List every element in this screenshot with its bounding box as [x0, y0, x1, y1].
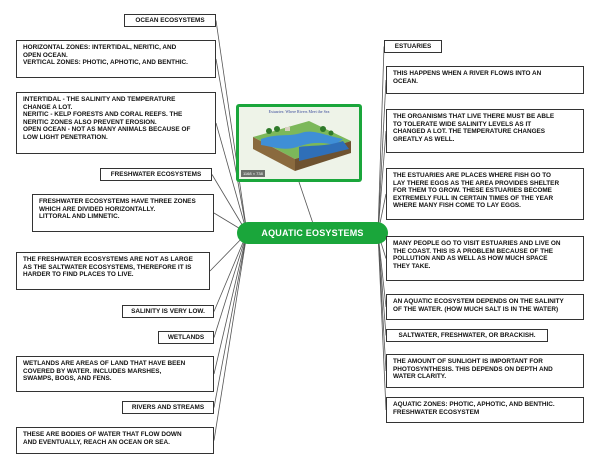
node-freshwater-zones[interactable]: FRESHWATER ECOSYSTEMS HAVE THREE ZONES W… — [32, 194, 214, 232]
node-estuary-def[interactable]: THIS HAPPENS WHEN A RIVER FLOWS INTO AN … — [386, 66, 584, 94]
connector-node-estuary-def — [377, 79, 387, 234]
node-ocean-ecosystems[interactable]: OCEAN ECOSYSTEMS — [124, 14, 216, 27]
connector-node-wetlands-desc — [213, 232, 248, 375]
node-intertidal[interactable]: INTERTIDAL - THE SALINITY AND TEMPERATUR… — [16, 92, 216, 154]
connector-node-wetlands — [213, 232, 248, 338]
connector-node-estuary-organisms — [377, 130, 387, 234]
node-rivers-streams[interactable]: RIVERS AND STREAMS — [122, 401, 214, 414]
connector-node-salinity-low — [213, 232, 248, 312]
node-estuary-pollution[interactable]: MANY PEOPLE GO TO VISIT ESTUARIES AND LI… — [386, 236, 584, 281]
central-topic[interactable]: AQUATIC EOSYSTEMS — [237, 222, 388, 244]
node-aquatic-zones[interactable]: AQUATIC ZONES: PHOTIC, APHOTIC, AND BENT… — [386, 397, 584, 423]
node-salinity-depends[interactable]: AN AQUATIC ECOSYSTEM DEPENDS ON THE SALI… — [386, 294, 584, 320]
node-salinity-low[interactable]: SALINITY IS VERY LOW. — [122, 305, 214, 318]
connector-node-estuaries — [377, 46, 385, 234]
node-zones[interactable]: HORIZONTAL ZONES: INTERTIDAL, NERITIC, A… — [16, 40, 216, 78]
estuary-illustration — [253, 121, 351, 171]
node-estuaries[interactable]: ESTUARIES — [384, 40, 442, 53]
node-sunlight[interactable]: THE AMOUNT OF SUNLIGHT IS IMPORTANT FOR … — [386, 354, 584, 388]
connector-node-rivers-streams — [213, 232, 248, 408]
connector-node-aquatic-zones — [377, 232, 387, 411]
image-caption: Estuaries: Where Rivers Meet the Sea — [268, 109, 330, 114]
node-wetlands[interactable]: WETLANDS — [158, 331, 214, 344]
image-dimensions: 1168 × 738 — [241, 170, 265, 177]
node-estuary-fish[interactable]: THE ESTUARIES ARE PLACES WHERE FISH GO T… — [386, 168, 584, 220]
node-freshwater-ecosystems[interactable]: FRESHWATER ECOSYSTEMS — [100, 168, 212, 181]
estuary-image[interactable]: Estuaries: Where Rivers Meet the Sea 116… — [236, 104, 362, 182]
node-freshwater-size[interactable]: THE FRESHWATER ECOSYSTEMS ARE NOT AS LAR… — [16, 252, 210, 290]
connector-node-ocean-ecosystems — [215, 20, 248, 234]
node-rivers-desc[interactable]: THESE ARE BODIES OF WATER THAT FLOW DOWN… — [16, 427, 214, 454]
connector-node-intertidal — [215, 122, 248, 234]
node-water-types[interactable]: SALTWATER, FRESHWATER, OR BRACKISH. — [386, 329, 548, 342]
connector-node-zones — [215, 58, 248, 234]
node-estuary-organisms[interactable]: THE ORGANISMS THAT LIVE THERE MUST BE AB… — [386, 109, 584, 153]
connector-node-rivers-desc — [213, 232, 248, 441]
node-wetlands-desc[interactable]: WETLANDS ARE AREAS OF LAND THAT HAVE BEE… — [16, 356, 214, 392]
connector-image — [298, 181, 313, 223]
